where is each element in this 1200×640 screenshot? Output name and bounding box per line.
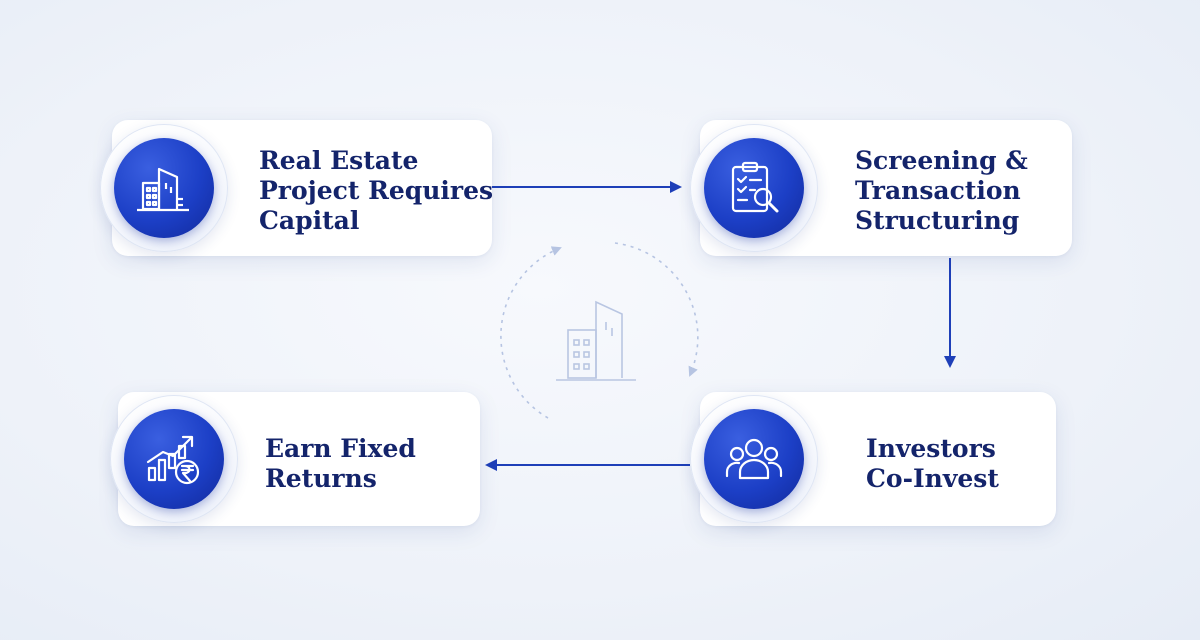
- step-badge-returns: [110, 395, 238, 523]
- step-badge-real-estate: [100, 124, 228, 252]
- center-cycle: [500, 242, 699, 419]
- step-label-investors: Investors Co-Invest: [866, 434, 999, 493]
- step-label-screening: Screening & Transaction Structuring: [855, 146, 1028, 235]
- step-badge-investors: [690, 395, 818, 523]
- step-label-returns: Earn Fixed Returns: [265, 434, 416, 493]
- step-badge-screening: [690, 124, 818, 252]
- building-cycle-icon: [556, 300, 636, 381]
- clipboard-search-icon: [731, 161, 779, 213]
- step-label-real-estate: Real Estate Project Requires Capital: [259, 146, 494, 235]
- growth-chart-rupee-icon: [146, 435, 200, 485]
- building-icon: [137, 167, 189, 212]
- investors-group-icon: [725, 438, 783, 480]
